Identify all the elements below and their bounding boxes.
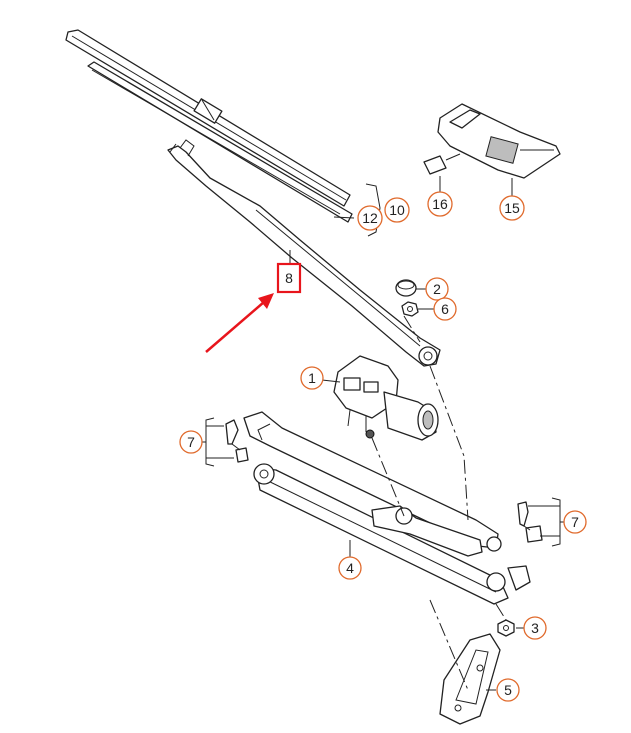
wiper-arm	[167, 139, 441, 367]
svg-text:6: 6	[441, 301, 449, 317]
bracket-part	[439, 633, 501, 725]
svg-text:5: 5	[504, 682, 512, 698]
callout-16: 16	[427, 191, 453, 217]
sensor-unit	[423, 103, 561, 179]
wiper-motor	[333, 355, 439, 441]
callout-12: 12	[357, 205, 383, 231]
leader-lines	[202, 176, 564, 691]
callout-7-left: 7	[179, 430, 203, 454]
wiper-blade	[65, 29, 353, 223]
callout-7-right: 7	[563, 510, 587, 534]
svg-text:4: 4	[346, 560, 354, 576]
svg-text:7: 7	[187, 434, 195, 450]
bolt-left	[225, 419, 249, 463]
callout-15: 15	[499, 195, 525, 221]
linkage-frame	[243, 411, 531, 605]
callout-4: 4	[338, 556, 362, 580]
callout-10: 10	[384, 197, 410, 223]
nut-part-3	[497, 619, 515, 637]
callout-2: 2	[425, 277, 449, 301]
svg-text:8: 8	[285, 270, 293, 286]
callout-5: 5	[496, 678, 520, 702]
callout-3: 3	[523, 616, 547, 640]
nut-part	[401, 301, 419, 317]
svg-text:1: 1	[308, 370, 316, 386]
bolt-right	[517, 501, 543, 543]
svg-text:3: 3	[531, 620, 539, 636]
svg-text:10: 10	[389, 202, 405, 218]
svg-text:12: 12	[362, 210, 378, 226]
cap-part	[395, 279, 417, 297]
red-arrow	[205, 293, 274, 353]
alignment-lines	[231, 315, 531, 691]
callout-1: 1	[300, 366, 324, 390]
svg-text:7: 7	[571, 514, 579, 530]
svg-text:2: 2	[433, 281, 441, 297]
svg-text:16: 16	[432, 196, 448, 212]
svg-text:15: 15	[504, 200, 520, 216]
callout-6: 6	[433, 297, 457, 321]
callout-8-highlight: 8	[276, 250, 302, 294]
